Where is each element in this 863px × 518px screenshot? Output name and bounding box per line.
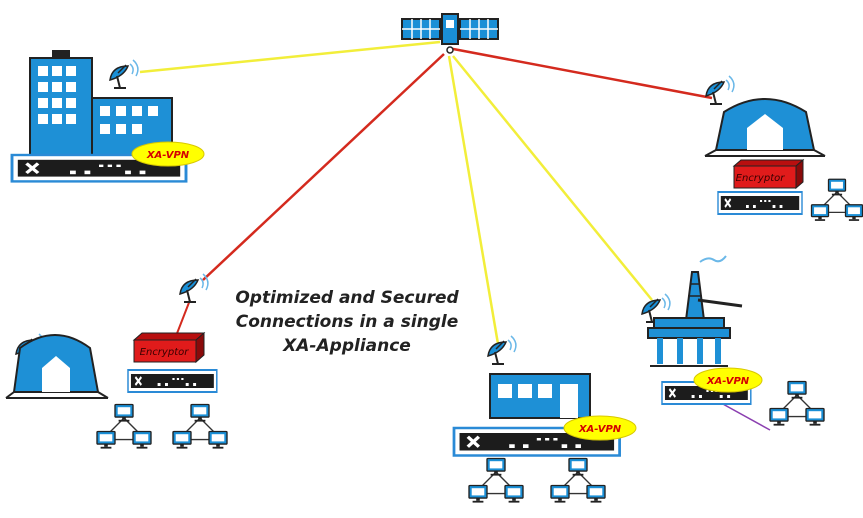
- hq-vpn-badge: XA-VPN: [131, 141, 205, 167]
- field-encryptor-label: Encryptor: [140, 347, 190, 358]
- branch-satellite-dish-icon: [487, 335, 517, 365]
- oil-rig-icon: [647, 255, 743, 367]
- rig-lan-tree: [770, 382, 824, 426]
- field-lan-tree-left: [97, 405, 151, 449]
- branch-vpn-label: XA-VPN: [578, 424, 622, 435]
- link-satellite-branch: [447, 55, 500, 345]
- base-lan-tree: [812, 179, 863, 221]
- headquarters-building-icon: [29, 50, 173, 159]
- field-tent-icon: [5, 334, 109, 399]
- diagram-caption: Optimized and Secured Connections in a s…: [222, 286, 472, 358]
- base-hangar-icon: [704, 98, 826, 157]
- link-satellite-oil-rig: [452, 55, 653, 301]
- rig-vpn-label: XA-VPN: [706, 376, 750, 387]
- branch-vpn-badge: XA-VPN: [563, 415, 637, 441]
- hq-satellite-dish-icon: [109, 59, 139, 89]
- field-encryptor-box: Encryptor: [132, 331, 206, 364]
- branch-office-icon: [489, 373, 591, 419]
- branch-lan-tree-right: [551, 459, 605, 503]
- field-lan-tree-right: [173, 405, 227, 449]
- link-hq-satellite: [139, 40, 441, 74]
- link-satellite-field-tent: [202, 53, 445, 281]
- branch-lan-tree-left: [469, 459, 523, 503]
- links: [139, 40, 771, 431]
- caption-line-3: XA-Appliance: [283, 336, 411, 356]
- hq-vpn-label: XA-VPN: [146, 150, 190, 161]
- rig-vpn-badge: XA-VPN: [693, 367, 763, 393]
- satellite-icon: [401, 13, 499, 54]
- base-satellite-dish-icon: [705, 75, 735, 105]
- field-xa-appliance: [126, 368, 219, 394]
- base-encryptor-box: Encryptor: [732, 158, 805, 190]
- link-satellite-base: [447, 46, 713, 100]
- base-xa-appliance: [716, 190, 804, 216]
- base-encryptor-label: Encryptor: [736, 173, 786, 184]
- link-dish-encryptor: [175, 299, 191, 337]
- caption-line-1: Optimized and Secured: [235, 288, 459, 308]
- caption-line-2: Connections in a single: [235, 312, 459, 332]
